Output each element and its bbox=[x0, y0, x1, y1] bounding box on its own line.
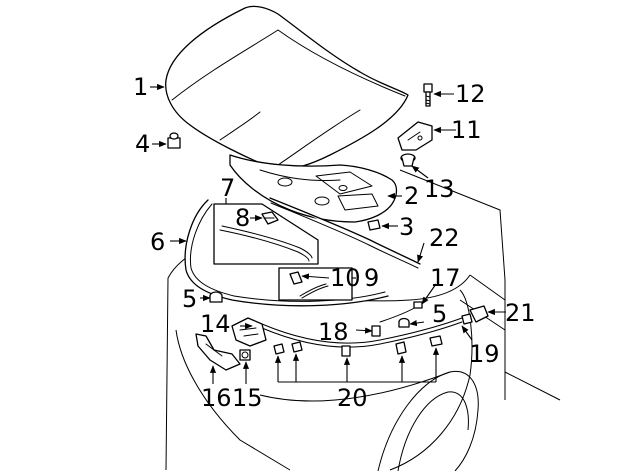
hood-molding-kit bbox=[213, 203, 319, 265]
callout-5-left: 5 bbox=[182, 285, 198, 313]
callout-21: 21 bbox=[505, 299, 536, 327]
callout-8: 8 bbox=[235, 204, 251, 232]
hood-cushion bbox=[167, 132, 181, 149]
hood-panel bbox=[165, 5, 409, 171]
callout-20: 20 bbox=[337, 384, 368, 412]
release-handle bbox=[469, 305, 489, 323]
bumper-5-left bbox=[209, 291, 223, 303]
callout-9: 9 bbox=[364, 264, 380, 292]
callout-18: 18 bbox=[318, 318, 349, 346]
molding-clip-kit bbox=[278, 267, 353, 301]
bolt-12 bbox=[423, 83, 433, 107]
callout-13: 13 bbox=[424, 175, 455, 203]
callout-1: 1 bbox=[133, 73, 149, 101]
callout-17: 17 bbox=[430, 264, 461, 292]
callout-3: 3 bbox=[399, 213, 415, 241]
cable-clips bbox=[273, 335, 443, 357]
callout-6: 6 bbox=[150, 228, 166, 256]
leader-lines bbox=[150, 83, 506, 384]
bumper-5-right bbox=[398, 317, 410, 328]
callout-12: 12 bbox=[455, 80, 486, 108]
bolt-15 bbox=[239, 349, 251, 361]
hood-bumper bbox=[400, 153, 416, 167]
callout-15: 15 bbox=[232, 384, 263, 412]
callout-22: 22 bbox=[429, 224, 460, 252]
hood-hinge bbox=[397, 121, 433, 151]
callout-16: 16 bbox=[201, 384, 232, 412]
hood-insulator bbox=[229, 154, 398, 223]
callout-10: 10 bbox=[330, 264, 361, 292]
callout-4: 4 bbox=[135, 130, 151, 158]
hood-rear-seal bbox=[269, 197, 421, 269]
lock-support bbox=[195, 333, 241, 371]
callout-11: 11 bbox=[451, 116, 482, 144]
hood-lock bbox=[231, 317, 267, 347]
seal-clip bbox=[367, 219, 381, 231]
callout-5-right: 5 bbox=[432, 300, 448, 328]
callout-19: 19 bbox=[469, 340, 500, 368]
release-cable bbox=[261, 301, 473, 348]
callout-14: 14 bbox=[200, 310, 231, 338]
callout-7: 7 bbox=[220, 174, 236, 202]
callout-2: 2 bbox=[404, 182, 420, 210]
